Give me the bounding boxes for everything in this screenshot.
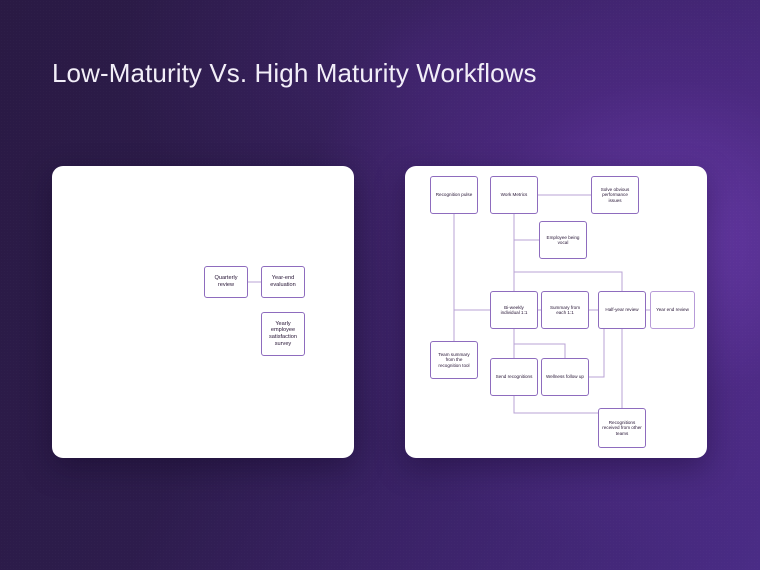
high-maturity-connectors — [453, 194, 650, 414]
node-send-recognitions[interactable]: Send recognitions — [490, 358, 538, 396]
node-label: Team summary from the recognition tool — [438, 351, 470, 368]
node-quarterly-review[interactable]: Quarterly review — [204, 266, 248, 298]
node-label: Summary from each 1:1 — [549, 304, 581, 315]
node-year-end-evaluation[interactable]: Year-end evaluation — [261, 266, 305, 298]
node-team-summary-from-the-recognition-tool[interactable]: Team summary from the recognition tool — [430, 341, 478, 379]
node-solve-obvious-performance-issues[interactable]: Solve obvious performance issues — [591, 176, 639, 214]
node-label: Work Metrics — [500, 192, 528, 198]
node-year-end-review[interactable]: Year end review — [650, 291, 695, 329]
node-recognition-pulse[interactable]: Recognition pulse — [430, 176, 478, 214]
node-label: Year-end evaluation — [270, 275, 296, 288]
node-label: Send recognitions — [495, 374, 533, 380]
node-wellness-follow-up[interactable]: Wellness follow up — [541, 358, 589, 396]
node-label: Recognitions received from other teams — [602, 419, 642, 436]
node-half-year-review[interactable]: Half-year review — [598, 291, 646, 329]
high-maturity-canvas: Recognition pulse Work Metrics Solve obvio… — [405, 166, 707, 458]
node-summary-from-each-1-1[interactable]: Summary from each 1:1 — [541, 291, 589, 329]
node-label: Half-year review — [605, 307, 639, 313]
node-label: Wellness follow up — [546, 374, 584, 380]
high-maturity-card: Recognition pulse Work Metrics Solve obvio… — [405, 166, 707, 458]
node-label: Solve obvious performance issues — [600, 186, 630, 203]
page-title: Low-Maturity Vs. High Maturity Workflows — [52, 58, 537, 88]
node-yearly-employee-satisfaction-survey[interactable]: Yearly employee satisfaction survey — [261, 312, 305, 356]
node-label: Recognition pulse — [435, 192, 473, 198]
node-label: Yearly employee satisfaction survey — [269, 320, 297, 347]
low-maturity-connectors — [248, 281, 261, 283]
node-bi-weekly-individual-1-1[interactable]: Bi-weekly individual 1:1 — [490, 291, 538, 329]
node-work-metrics[interactable]: Work Metrics — [490, 176, 538, 214]
node-label: Bi-weekly individual 1:1 — [500, 304, 528, 315]
node-label: Employee being vocal — [546, 234, 580, 245]
node-employee-being-vocal[interactable]: Employee being vocal — [539, 221, 587, 259]
node-label: Year end review — [656, 307, 689, 313]
node-label: Quarterly review — [214, 275, 238, 288]
node-recognitions-received-from-other-teams[interactable]: Recognitions received from other teams — [598, 408, 646, 448]
